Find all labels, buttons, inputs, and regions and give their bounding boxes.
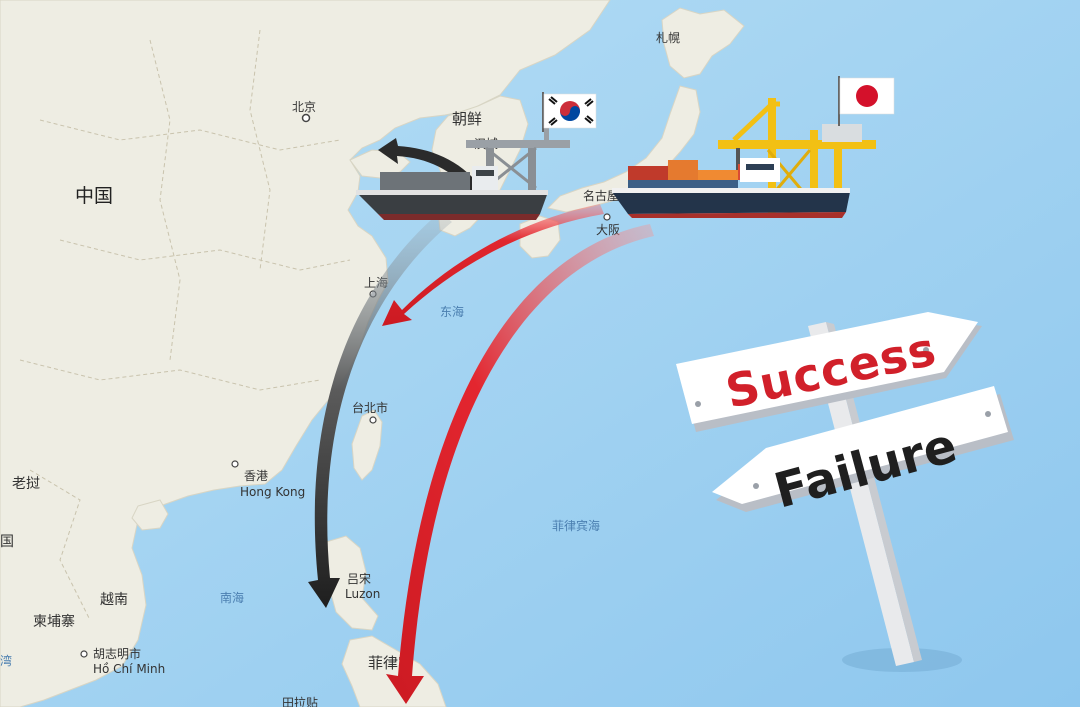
korea-cargo-ship [356, 92, 570, 220]
label-hcm-en: Hồ Chí Minh [93, 662, 165, 676]
label-laos: 老挝 [12, 476, 40, 492]
label-east-sea: 东海 [440, 304, 464, 319]
label-bottom-fragment: 田拉贴 [282, 695, 318, 707]
label-cambodia: 柬埔寨 [33, 613, 75, 630]
label-beijing: 北京 [292, 100, 316, 114]
arrow-japan-to-shanghai [382, 204, 604, 326]
japan-cargo-ship [612, 76, 876, 218]
south-korea-flag-icon [543, 93, 597, 129]
label-sapporo: 札幌 [656, 30, 680, 45]
label-china: 中国 [75, 185, 113, 207]
label-luzon-en: Luzon [345, 587, 380, 601]
province-borders [19, 29, 351, 621]
taipei-marker [369, 416, 377, 424]
arrow-korea-to-luzon [308, 212, 452, 608]
label-thai-fragment: 国 [0, 534, 14, 550]
taiwan [351, 409, 383, 481]
label-luzon-cn: 吕宋 [347, 571, 371, 586]
hongkong-marker [231, 460, 239, 468]
success-sign [676, 312, 982, 432]
label-taipei: 台北市 [352, 400, 388, 415]
hcm-marker [80, 650, 88, 658]
signpost: Success Failure [676, 312, 1014, 672]
japan-flag-icon [839, 77, 895, 115]
label-hongkong-en: Hong Kong [240, 485, 305, 499]
arrow-japan-to-philippines [386, 224, 654, 704]
label-hongkong-cn: 香港 [244, 469, 268, 483]
visayas-islands [341, 635, 447, 707]
failure-sign [712, 386, 1014, 512]
hainan [131, 499, 169, 531]
label-nagoya: 名古屋 [583, 188, 619, 203]
label-hcm-cn: 胡志明市 [93, 646, 141, 661]
label-osaka: 大阪 [596, 223, 620, 237]
osaka-marker [603, 213, 611, 221]
label-philippine-sea: 菲律宾海 [552, 518, 600, 533]
label-vietnam: 越南 [100, 592, 128, 608]
arrow-korea-to-china [378, 138, 480, 192]
hokkaido [661, 7, 745, 79]
label-south-sea: 南海 [220, 590, 244, 605]
beijing-marker [301, 113, 311, 123]
label-korea: 朝鲜 [452, 110, 482, 128]
label-gulf-fragment: 湾 [0, 653, 12, 668]
